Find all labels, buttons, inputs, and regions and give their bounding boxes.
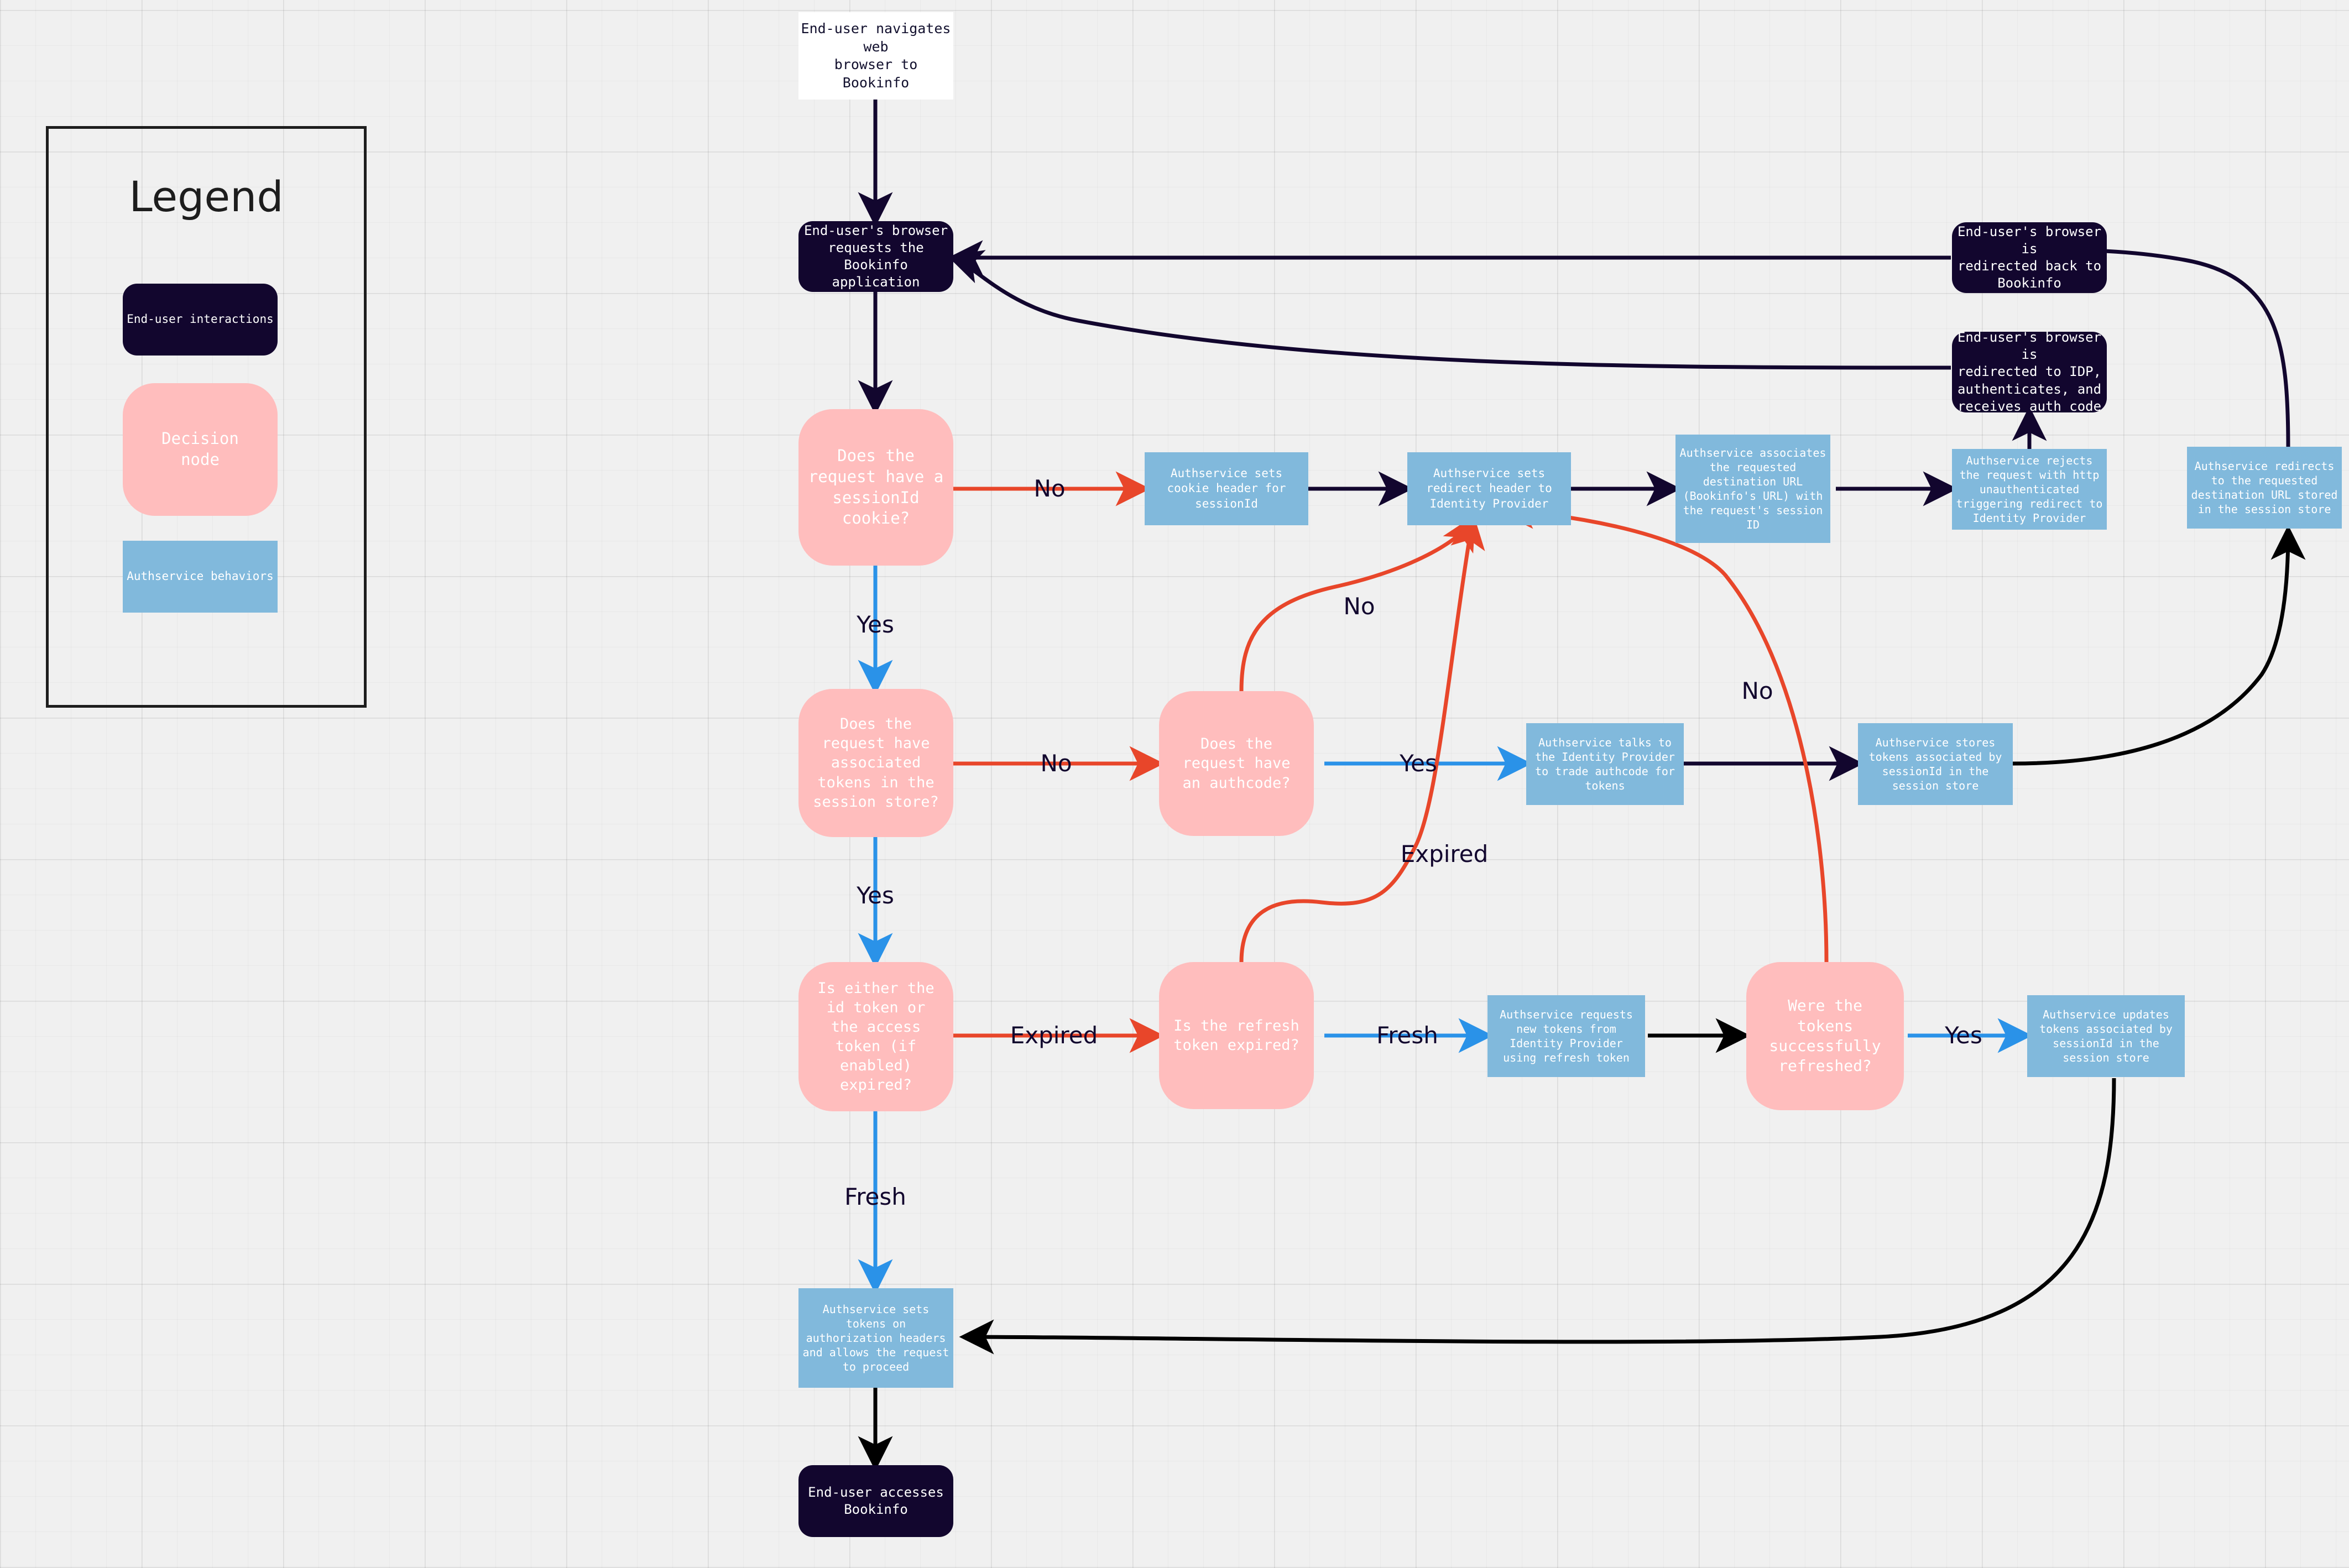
edge-label-session-yes: Yes [857,611,894,638]
edge-label-tokens-yes: Yes [857,882,894,909]
node-end-user-accesses-bookinfo[interactable]: End-user accesses Bookinfo [798,1465,953,1537]
edge-label-refreshed-no: No [1741,677,1773,704]
edge-label-tokens-no: No [1040,750,1072,777]
node-redirected-back-to-bookinfo[interactable]: End-user's browser is redirected back to… [1952,222,2107,293]
edge-label-authcode-yes: Yes [1400,750,1437,777]
node-store-tokens[interactable]: Authservice stores tokens associated by … [1858,723,2013,805]
legend-item-authservice-behaviors: Authservice behaviors [123,541,278,613]
node-decision-refresh-token-expired[interactable]: Is the refresh token expired? [1159,962,1314,1109]
edge-label-refresh-fresh: Fresh [1376,1022,1438,1049]
node-decision-has-authcode[interactable]: Does the request have an authcode? [1159,691,1314,836]
edge-label-authcode-no: No [1343,593,1375,620]
edge-store-to-redirect-dest [2012,525,2306,766]
node-reject-unauthenticated[interactable]: Authservice rejects the request with htt… [1952,449,2107,530]
node-redirect-to-destination-url[interactable]: Authservice redirects to the requested d… [2187,447,2342,529]
node-redirected-to-idp[interactable]: End-user's browser is redirected to IDP,… [1952,330,2107,414]
node-set-authorization-headers[interactable]: Authservice sets tokens on authorization… [798,1288,953,1388]
node-set-redirect-header[interactable]: Authservice sets redirect header to Iden… [1407,452,1571,525]
node-decision-tokens-in-session-store[interactable]: Does the request have associated tokens … [798,689,953,837]
edge-label-session-no: No [1033,475,1066,502]
node-decision-tokens-refreshed[interactable]: Were the tokens successfully refreshed? [1746,962,1904,1110]
legend-panel: Legend End-user interactions Decision no… [46,126,367,708]
node-set-cookie-header[interactable]: Authservice sets cookie header for sessi… [1145,452,1308,525]
legend-item-decision-node: Decision node [123,383,278,516]
node-associate-destination-url[interactable]: Authservice associates the requested des… [1675,435,1830,543]
edge-update-to-authhdr [959,1078,2116,1355]
edge-label-expired-to-refresh: Expired [1010,1022,1098,1049]
node-decision-sessionid-cookie[interactable]: Does the request have a sessionId cookie… [798,409,953,566]
node-decision-token-expired[interactable]: Is either the id token or the access tok… [798,962,953,1111]
legend-item-end-user-interactions: End-user interactions [123,284,278,356]
node-request-bookinfo[interactable]: End-user's browser requests the Bookinfo… [798,221,953,292]
node-start[interactable]: End-user navigates web browser to Bookin… [798,12,953,100]
node-request-new-tokens[interactable]: Authservice requests new tokens from Ide… [1487,995,1645,1077]
edge-label-refreshed-yes: Yes [1945,1022,1982,1049]
legend-title: Legend [129,172,284,221]
node-trade-authcode-for-tokens[interactable]: Authservice talks to the Identity Provid… [1526,723,1684,805]
edge-label-expired-fresh: Fresh [844,1183,906,1210]
edge-idp-back-to-request [947,250,1951,370]
node-update-tokens[interactable]: Authservice updates tokens associated by… [2027,995,2185,1077]
edge-label-refresh-expired: Expired [1400,840,1489,867]
